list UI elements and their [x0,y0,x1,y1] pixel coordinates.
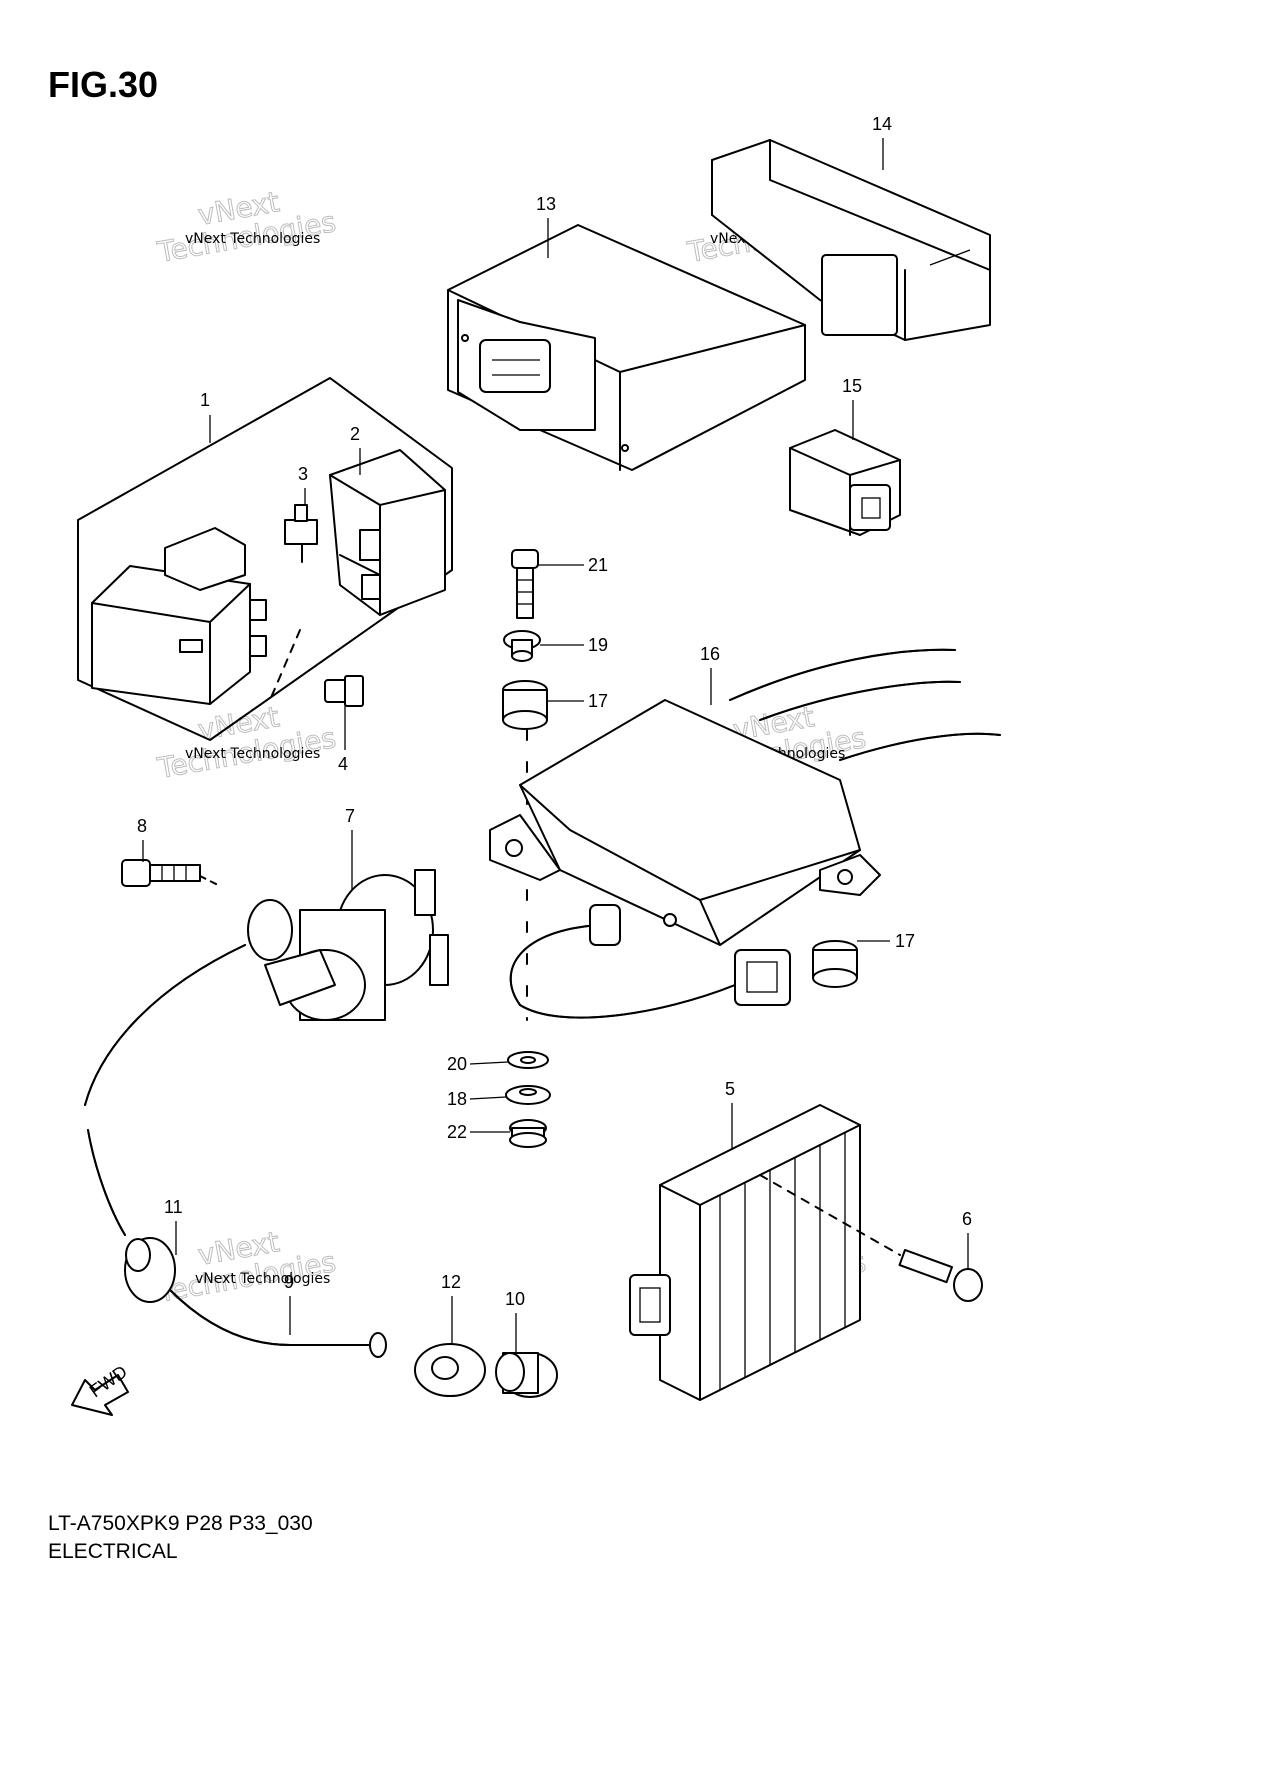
callout-3: 3 [298,464,308,505]
svg-text:4: 4 [338,754,348,774]
callout-13: 13 [536,194,556,258]
part-14-ecm-cover [711,139,991,341]
part-6-bolt [898,1249,983,1302]
svg-text:2: 2 [350,424,360,444]
svg-text:15: 15 [842,376,862,396]
section-name: ELECTRICAL [48,1540,178,1563]
part-22-nut [509,1119,547,1148]
svg-text:14: 14 [872,114,892,134]
callout-10: 10 [505,1289,525,1355]
svg-text:21: 21 [588,555,608,575]
callout-17a: 17 [548,691,608,711]
part-17-grommet-upper [502,680,548,730]
callout-12: 12 [441,1272,461,1345]
callout-6: 6 [962,1209,972,1268]
part-20-washer [507,1051,549,1069]
part-16-control-unit [489,648,1001,1019]
fwd-direction-marker: FWD [71,1361,131,1416]
part-17-grommet-right [812,940,858,988]
svg-text:19: 19 [588,635,608,655]
callout-19: 19 [540,635,608,655]
callout-18: 18 [447,1089,507,1109]
part-8-bolt [121,859,221,887]
callout-14: 14 [872,114,892,170]
watermark-1: vNext Technologies vNext Technologies [154,185,339,270]
svg-text:12: 12 [441,1272,461,1292]
svg-text:vNext Technologies: vNext Technologies [185,231,320,247]
callout-9: 9 [284,1272,294,1335]
callout-7: 7 [345,806,355,890]
svg-text:16: 16 [700,644,720,664]
part-12-grommet [414,1343,486,1397]
part-13-ecm [447,224,806,471]
svg-text:vNext Technologies: vNext Technologies [185,746,320,762]
callout-20: 20 [447,1054,509,1074]
part-21-bolt [511,549,539,619]
callout-4: 4 [338,705,348,774]
svg-text:8: 8 [137,816,147,836]
part-18-washer [505,1085,551,1105]
svg-text:22: 22 [447,1122,467,1142]
part-10-sleeve [495,1352,558,1398]
callout-2: 2 [350,424,361,475]
svg-text:vNext Technologies: vNext Technologies [195,1271,330,1287]
callout-11: 11 [164,1197,183,1255]
watermark-3: vNext Technologies vNext Technologies [154,700,339,786]
svg-text:6: 6 [962,1209,972,1229]
callout-8: 8 [137,816,147,862]
model-code: LT-A750XPK9 P28 P33_030 [48,1512,313,1535]
callout-15: 15 [842,376,862,440]
part-1-starter-relay-group [77,377,453,741]
svg-text:18: 18 [447,1089,467,1109]
part-11-cap [124,1237,176,1303]
arrow-left-down-icon [71,1374,129,1416]
callout-22: 22 [447,1122,510,1142]
callout-16: 16 [700,644,720,705]
figure-title: FIG.30 [48,64,159,105]
svg-text:1: 1 [200,390,210,410]
callout-5: 5 [725,1079,735,1150]
callout-1: 1 [200,390,211,443]
part-19-collar [503,630,541,662]
part-15-relay [789,429,901,536]
part-9-plug-cap [169,1289,387,1358]
callout-17b: 17 [857,931,915,951]
svg-text:20: 20 [447,1054,467,1074]
callout-21: 21 [538,555,608,575]
part-5-regulator-rectifier [629,1104,901,1401]
svg-text:7: 7 [345,806,355,826]
svg-text:17: 17 [895,931,915,951]
svg-text:11: 11 [164,1197,183,1217]
part-7-ignition-coil [84,869,449,1236]
svg-text:10: 10 [505,1289,525,1309]
callouts: 1 2 3 4 5 6 7 8 9 10 11 12 13 14 15 16 1… [137,114,972,1355]
svg-text:9: 9 [284,1272,294,1292]
svg-text:3: 3 [298,464,308,484]
watermark-5: vNext Technologies vNext Technologies [154,1225,339,1310]
svg-text:5: 5 [725,1079,735,1099]
svg-text:13: 13 [536,194,556,214]
svg-text:17: 17 [588,691,608,711]
